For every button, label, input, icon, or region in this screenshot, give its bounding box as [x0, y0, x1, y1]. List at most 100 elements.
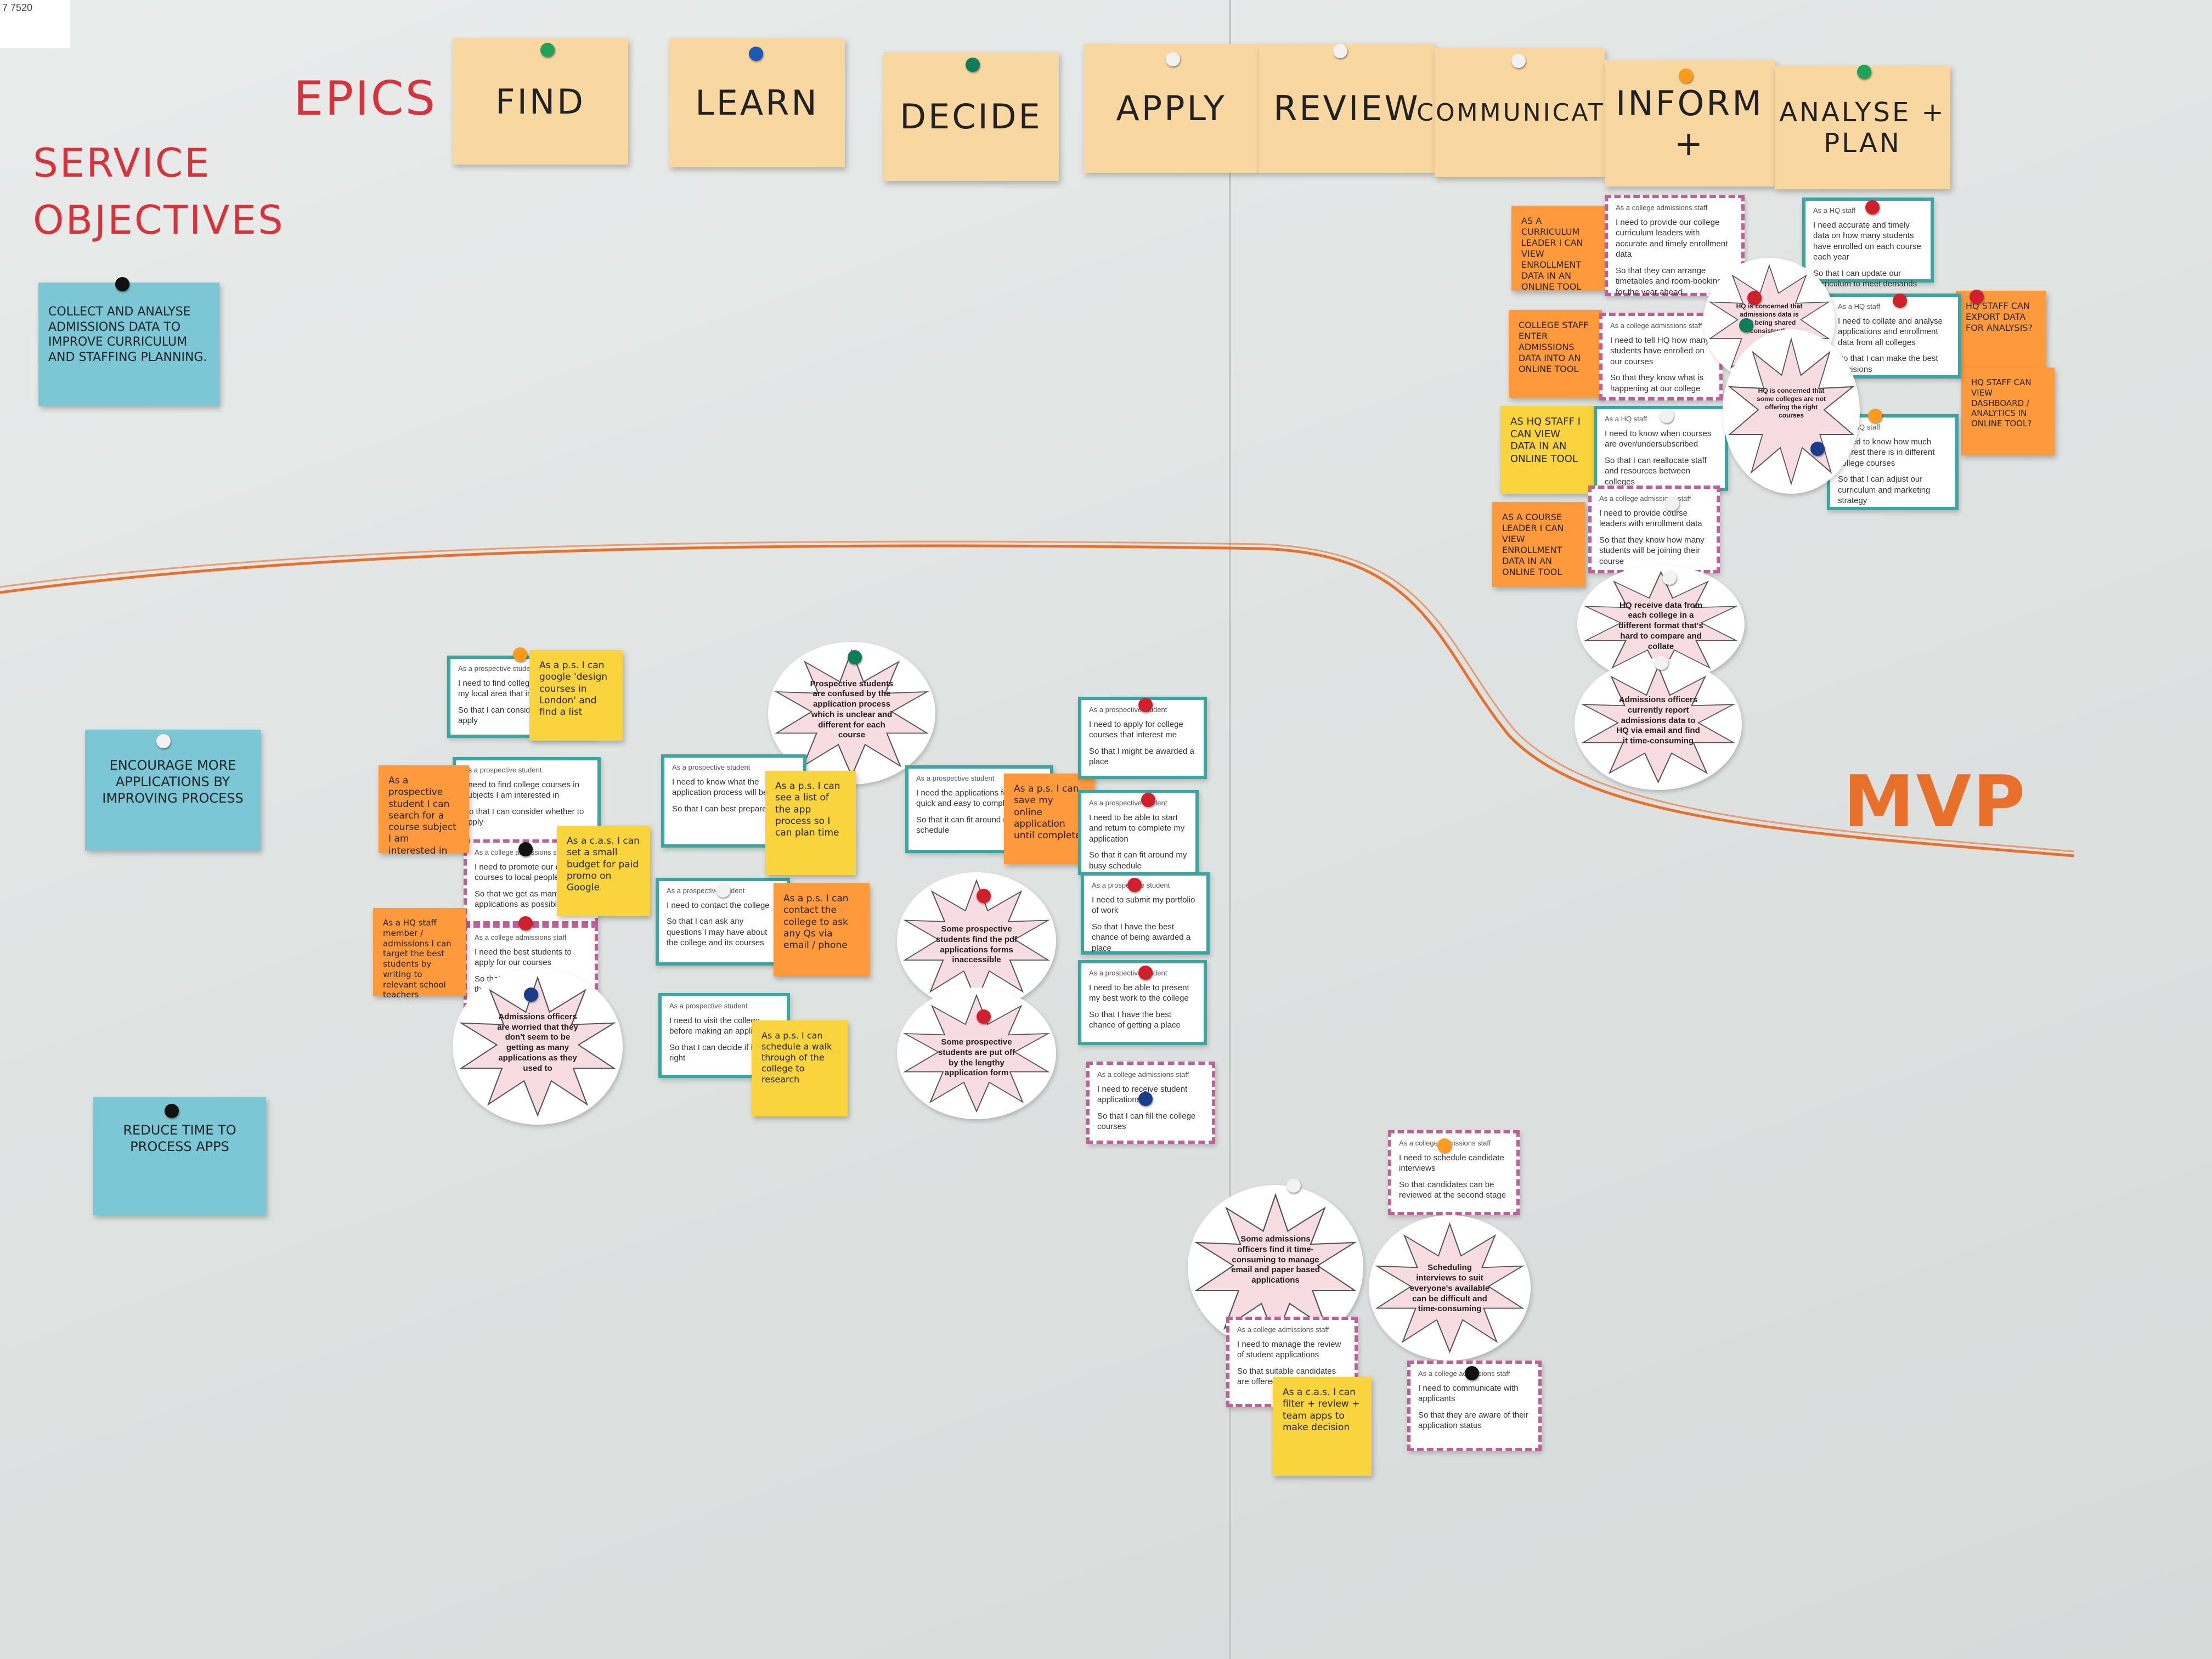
pin-icon	[966, 58, 980, 72]
epic-card-analyse-plan: ANALYSE + PLAN	[1775, 66, 1950, 189]
pin-icon	[1166, 52, 1180, 66]
user-story-card: As a college admissions staff I need to …	[1605, 195, 1745, 297]
epic-card-communicate: COMMUNICATE	[1417, 48, 1621, 177]
pain-point-text: Prospective students are confused by the…	[810, 679, 894, 740]
story-role: As a HQ staff	[1813, 206, 1856, 215]
story-need: I need to communicate with applicants	[1418, 1383, 1519, 1404]
objective-note: REDUCE TIME TO PROCESS APPS	[93, 1097, 266, 1215]
story-outcome: So that I can decide if it is right	[669, 1042, 763, 1063]
pin-icon	[1333, 44, 1347, 58]
sticky-note: As a p.s. I can google 'design courses i…	[529, 650, 623, 741]
pin-icon	[1437, 1138, 1452, 1153]
story-role: As a college admissions staff	[1418, 1369, 1510, 1378]
pain-point-burst: Some prospective students are put off by…	[897, 988, 1056, 1119]
user-story-card: As a HQ staff I need accurate and timely…	[1802, 198, 1934, 289]
starburst-icon	[459, 975, 617, 1117]
story-outcome: So that I can ask any questions I may ha…	[667, 917, 768, 948]
pin-icon	[1857, 65, 1871, 79]
objective-note: ENCOURAGE MORE APPLICATIONS BY IMPROVING…	[85, 730, 261, 850]
pin-icon	[1141, 793, 1155, 807]
story-outcome: So that I might be awarded a place	[1089, 746, 1194, 767]
story-need: I need to receive student applications	[1097, 1084, 1188, 1105]
pin-icon	[115, 277, 129, 291]
pin-icon	[1660, 409, 1674, 423]
story-outcome: So that they know how many students will…	[1599, 535, 1705, 566]
pin-icon	[1865, 200, 1880, 215]
story-outcome: So that it can fit around my busy schedu…	[1089, 850, 1187, 871]
sticky-note: As a HQ staff member / admissions I can …	[373, 908, 466, 1000]
story-need: I need to provide our college curriculum…	[1616, 217, 1728, 259]
pin-icon	[1810, 442, 1825, 456]
story-need: I need to know how much interest there i…	[1838, 437, 1935, 468]
story-need: I need the best students to apply for ou…	[475, 947, 572, 968]
user-story-card: As a prospective student I need to be ab…	[1078, 790, 1199, 875]
user-story-card: As a prospective student I need to submi…	[1081, 872, 1210, 955]
story-need: I need to be able to present my best wor…	[1089, 983, 1189, 1003]
pain-point-text: Some prospective students are put off by…	[938, 1037, 1015, 1078]
story-outcome: So that I can adjust our curriculum and …	[1838, 475, 1931, 506]
story-role: As a prospective student	[1089, 799, 1167, 807]
pin-icon	[165, 1104, 179, 1118]
pin-icon	[1138, 698, 1153, 712]
pin-icon	[848, 650, 862, 664]
story-role: As a HQ staff	[1838, 302, 1881, 311]
pin-icon	[1286, 1178, 1301, 1193]
story-outcome: So that I can best prepare	[672, 804, 767, 814]
pain-point-burst: Scheduling interviews to suit everyone's…	[1369, 1215, 1531, 1361]
story-need: I need to provide course leaders with en…	[1599, 508, 1702, 529]
story-need: I need to schedule candidate interviews	[1399, 1153, 1504, 1173]
user-story-card: As a college admissions staff I need to …	[1599, 313, 1723, 400]
pin-icon	[518, 842, 533, 856]
story-role: As a prospective student	[672, 763, 751, 771]
story-role: As a college admissions staff	[1616, 204, 1708, 212]
pin-icon	[1868, 409, 1882, 423]
story-need: I need to collate and analyse applicatio…	[1838, 316, 1943, 347]
story-need: I need to find college courses in subjec…	[464, 780, 579, 800]
story-need: I need to visit the college before makin…	[669, 1015, 775, 1036]
pain-point-text: HQ is concerned that some colleges are n…	[1756, 387, 1826, 419]
story-need: I need to apply for college courses that…	[1089, 719, 1183, 740]
pin-icon	[1679, 69, 1693, 83]
pin-icon	[1970, 290, 1984, 304]
pain-point-burst: HQ receive data from each college in a d…	[1577, 565, 1745, 683]
user-story-card: As a college admissions staff I need to …	[1588, 486, 1720, 573]
epic-card-review: REVIEW	[1259, 44, 1435, 173]
sticky-note: As a c.a.s. I can filter + review + team…	[1273, 1377, 1372, 1476]
story-outcome: So that they know what is happening at o…	[1610, 373, 1704, 393]
board-seam	[1229, 0, 1231, 1659]
pin-icon	[540, 43, 555, 57]
story-need: I need to know what the application proc…	[672, 777, 768, 798]
story-need: I need accurate and timely data on how m…	[1813, 220, 1921, 262]
pain-point-text: Admissions officers currently report adm…	[1616, 695, 1700, 746]
story-role: As a college admissions staff	[1610, 321, 1702, 330]
pain-point-burst: HQ is concerned that some colleges are n…	[1723, 329, 1860, 494]
pin-icon	[977, 1009, 991, 1024]
story-role: As a prospective student	[458, 664, 537, 673]
story-need: I need to tell HQ how many students have…	[1610, 335, 1709, 366]
user-story-card: As a college admissions staff I need to …	[1388, 1130, 1520, 1215]
story-role: As a HQ staff	[1605, 415, 1647, 423]
pin-icon	[749, 47, 763, 61]
epics-header: EPICS	[294, 71, 437, 126]
story-outcome: So that candidates can be reviewed at th…	[1399, 1180, 1506, 1200]
pin-icon	[1138, 1092, 1153, 1106]
sticky-note: As a prospective student I can search fo…	[379, 765, 469, 856]
story-need: I need to contact the college	[667, 900, 770, 910]
story-role: As a college admissions staff	[1237, 1325, 1329, 1334]
pin-icon	[524, 988, 538, 1002]
pin-icon	[1654, 656, 1668, 670]
epic-card-find: FIND	[453, 38, 628, 165]
story-need: I need to know when courses are over/und…	[1605, 428, 1712, 449]
story-outcome: So that I can update our curriculum to m…	[1813, 268, 1917, 289]
story-need: I need to promote our college courses to…	[475, 862, 582, 883]
sticky-note: As a p.s. I can see a list of the app pr…	[765, 771, 856, 875]
story-outcome: So that I can fill the college courses	[1097, 1111, 1196, 1132]
sticky-note: As HQ staff I can view data in an online…	[1500, 406, 1594, 494]
epic-card-learn: LEARN	[669, 38, 845, 167]
corner-label: 7 7520	[0, 0, 70, 48]
story-need: I need to submit my portfolio of work	[1092, 895, 1195, 916]
starburst-icon	[1581, 664, 1736, 784]
service-objectives-text: SERVICE OBJECTIVES	[33, 140, 285, 244]
pin-icon	[977, 889, 991, 903]
